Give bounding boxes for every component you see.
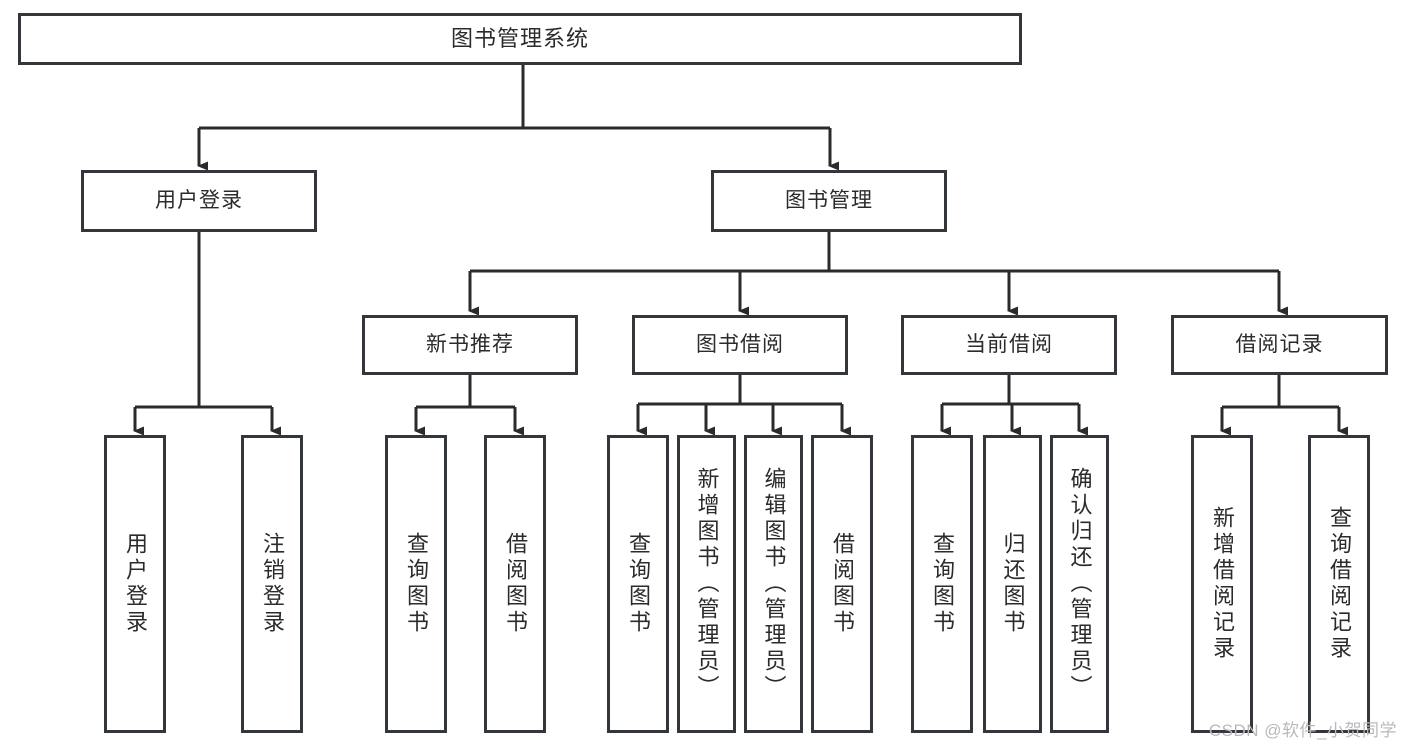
node-user-login-label: 用户登录	[155, 188, 243, 212]
node-borrow-record[interactable]: 借阅记录	[1171, 315, 1388, 375]
node-cb-return-book[interactable]: 归还图书	[983, 435, 1042, 733]
node-book-borrow-label: 图书借阅	[696, 332, 784, 356]
node-cb-query-book-label: 查询图书	[929, 532, 955, 636]
node-bb-borrow-book-label: 借阅图书	[829, 532, 855, 636]
node-user-logout-leaf[interactable]: 注销登录	[241, 435, 303, 733]
node-current-borrow-label: 当前借阅	[965, 332, 1053, 356]
node-br-query-record[interactable]: 查询借阅记录	[1308, 435, 1370, 733]
node-root-label: 图书管理系统	[450, 26, 589, 52]
node-nbr-borrow-book[interactable]: 借阅图书	[484, 435, 546, 733]
node-book-manage[interactable]: 图书管理	[711, 170, 947, 232]
node-bb-borrow-book[interactable]: 借阅图书	[811, 435, 873, 733]
node-new-book-recommend-label: 新书推荐	[426, 332, 514, 356]
node-user-logout-leaf-label: 注销登录	[259, 532, 285, 636]
node-root[interactable]: 图书管理系统	[18, 13, 1022, 65]
node-cb-return-book-label: 归还图书	[1000, 532, 1026, 636]
node-nbr-query-book-label: 查询图书	[403, 532, 429, 636]
node-new-book-recommend[interactable]: 新书推荐	[362, 315, 578, 375]
node-book-manage-label: 图书管理	[785, 188, 873, 212]
node-bb-query-book[interactable]: 查询图书	[607, 435, 669, 733]
node-user-login-leaf-label: 用户登录	[122, 532, 148, 636]
node-borrow-record-label: 借阅记录	[1235, 332, 1324, 356]
watermark-text: CSDN @软件_小贺同学	[1208, 721, 1397, 740]
node-nbr-query-book[interactable]: 查询图书	[385, 435, 447, 733]
node-user-login-leaf[interactable]: 用户登录	[104, 435, 166, 733]
node-current-borrow[interactable]: 当前借阅	[901, 315, 1117, 375]
node-br-query-record-label: 查询借阅记录	[1326, 506, 1352, 662]
node-bb-query-book-label: 查询图书	[625, 532, 651, 636]
node-cb-query-book[interactable]: 查询图书	[911, 435, 973, 733]
node-br-add-record[interactable]: 新增借阅记录	[1191, 435, 1253, 733]
node-bb-add-book[interactable]: 新增图书（管理员）	[677, 435, 736, 733]
node-book-borrow[interactable]: 图书借阅	[632, 315, 848, 375]
node-cb-confirm-return[interactable]: 确认归还（管理员）	[1050, 435, 1109, 733]
node-nbr-borrow-book-label: 借阅图书	[502, 532, 528, 636]
node-br-add-record-label: 新增借阅记录	[1209, 506, 1235, 662]
node-user-login[interactable]: 用户登录	[81, 170, 317, 232]
node-cb-confirm-return-label: 确认归还（管理员）	[1067, 467, 1093, 701]
node-bb-edit-book[interactable]: 编辑图书（管理员）	[744, 435, 803, 733]
node-bb-add-book-label: 新增图书（管理员）	[694, 467, 720, 701]
node-bb-edit-book-label: 编辑图书（管理员）	[761, 467, 787, 701]
